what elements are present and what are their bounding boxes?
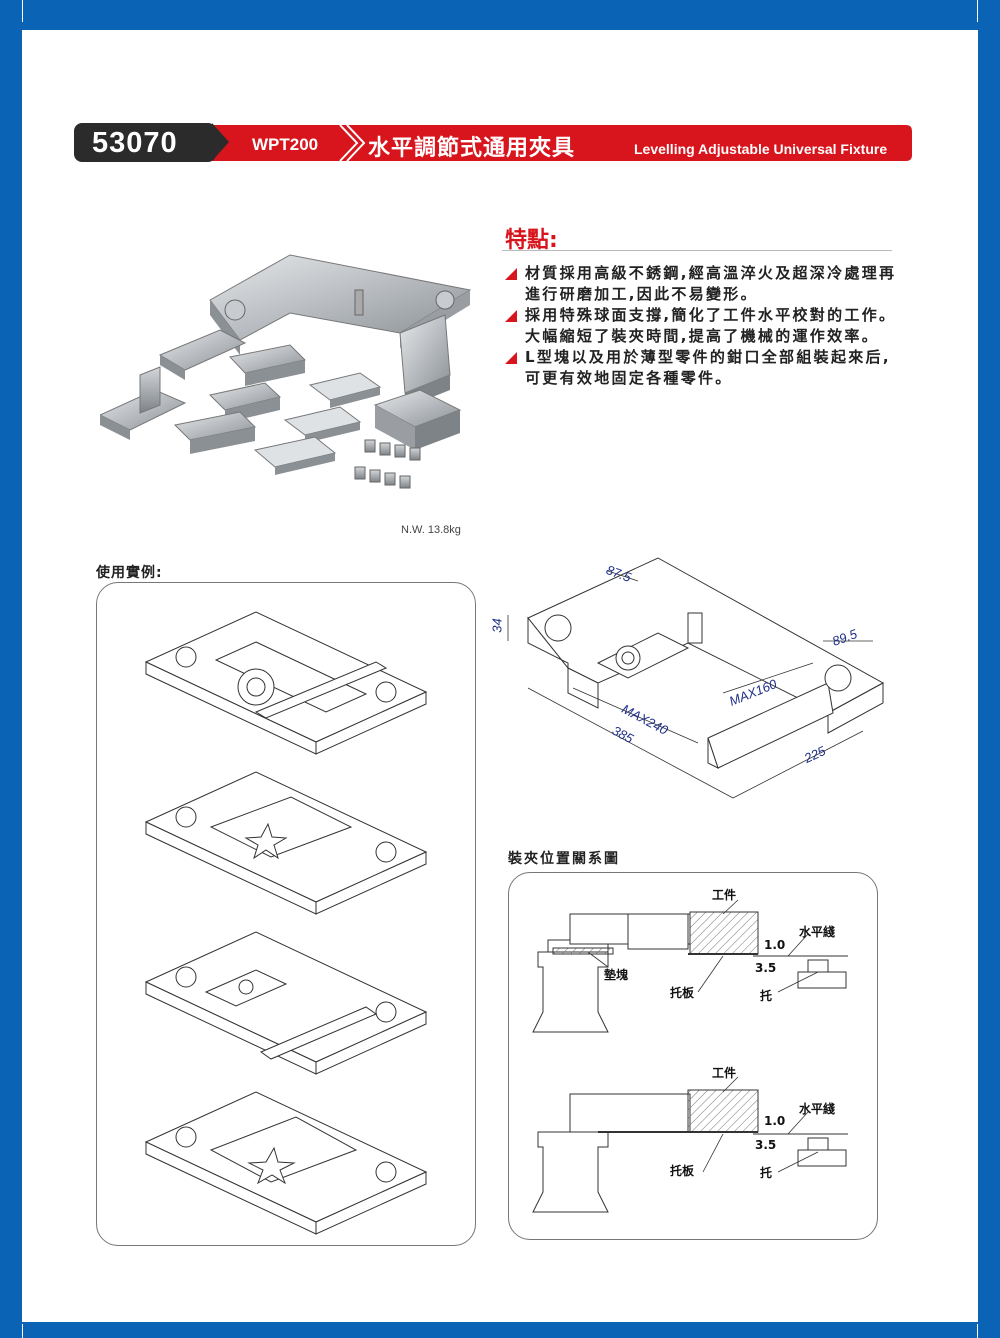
clamp-position-diagram <box>532 899 848 1213</box>
gap-1-bottom: 1.0 <box>764 1114 786 1128</box>
header-banner: 53070 WPT200 水平調節式通用夾具 Levelling Adjusta… <box>74 97 912 162</box>
model-number: WPT200 <box>252 135 319 154</box>
support-label-top: 托 <box>760 989 773 1003</box>
feature-item: 材質採用高級不銹鋼,經高溫淬火及超深冷處理再進行研磨加工,因此不易變形。 <box>505 263 897 305</box>
title-english: Levelling Adjustable Universal Fixture <box>634 141 888 157</box>
support-plate-label-bottom: 托板 <box>670 1164 695 1178</box>
usage-example-4 <box>144 1091 428 1235</box>
crop-mark <box>977 0 978 22</box>
level-line-label-top: 水平綫 <box>799 925 836 939</box>
shim-label: 墊塊 <box>604 968 629 982</box>
workpiece-label-top: 工件 <box>712 888 737 902</box>
bullet-triangle-icon <box>505 352 517 364</box>
examples-title: 使用實例: <box>96 565 163 581</box>
gap-1-top: 1.0 <box>764 938 786 952</box>
gap-2-top: 3.5 <box>755 961 777 975</box>
support-plate-label-top: 托板 <box>670 986 695 1000</box>
banner-shapes <box>74 123 912 162</box>
examples-panel <box>96 582 476 1246</box>
fixture-dimension-drawing <box>507 557 885 799</box>
features-title: 特點: <box>505 228 558 253</box>
feature-item: 採用特殊球面支撐,簡化了工件水平校對的工作。大幅縮短了裝夾時間,提高了機械的運作… <box>505 305 897 347</box>
bullet-triangle-icon <box>505 310 517 322</box>
level-line-label-bottom: 水平綫 <box>799 1102 836 1116</box>
product-photo <box>100 254 472 489</box>
clamp-diagram-panel <box>508 872 878 1240</box>
dim-34: 34 <box>489 618 505 633</box>
features-list: 材質採用高級不銹鋼,經高溫淬火及超深冷處理再進行研磨加工,因此不易變形。 採用特… <box>505 263 897 389</box>
gap-2-bottom: 3.5 <box>755 1138 777 1152</box>
usage-examples-drawings <box>144 611 428 1235</box>
workpiece-label-bottom: 工件 <box>712 1066 737 1080</box>
crop-mark <box>22 0 23 22</box>
usage-example-3 <box>144 931 428 1075</box>
product-code: 53070 <box>92 127 178 159</box>
support-label-bottom: 托 <box>760 1166 773 1180</box>
net-weight: N.W. 13.8kg <box>401 524 461 536</box>
clamp-diagram-title: 裝夾位置關系圖 <box>508 851 620 867</box>
feature-item: L型塊以及用於薄型零件的鉗口全部組裝起來后,可更有效地固定各種零件。 <box>505 347 897 389</box>
crop-mark <box>22 1324 23 1338</box>
crop-mark <box>977 1324 978 1338</box>
title-chinese: 水平調節式通用夾具 <box>368 136 576 161</box>
usage-example-1 <box>144 611 428 755</box>
features-divider <box>502 250 892 251</box>
bullet-triangle-icon <box>505 268 517 280</box>
usage-example-2 <box>144 771 428 915</box>
